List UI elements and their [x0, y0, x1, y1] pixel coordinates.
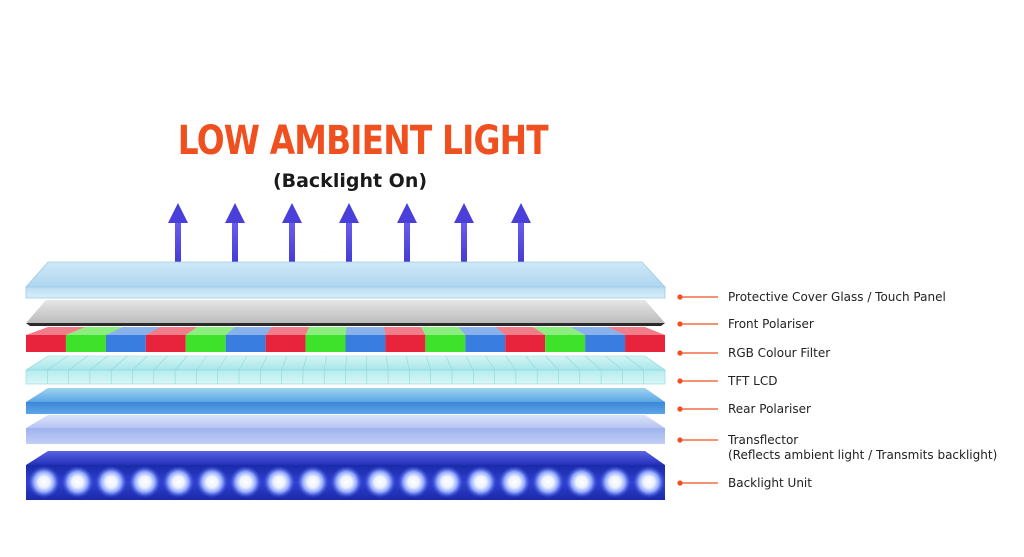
- colour-filter-cell: [265, 327, 310, 352]
- colour-filter-cell: [458, 327, 506, 352]
- colour-filter-cell: [65, 327, 123, 352]
- label-transflector-note: (Reflects ambient light / Transmits back…: [728, 448, 998, 462]
- colour-filter-cell: [533, 327, 586, 352]
- led-light: [364, 466, 396, 498]
- layer-transflector: [26, 415, 665, 444]
- label-leaders: [677, 294, 718, 486]
- colour-filter-cell: [383, 327, 426, 352]
- leader-line: [677, 378, 718, 384]
- layer-front-polariser: [26, 300, 665, 326]
- colour-filter-cell: [570, 327, 626, 352]
- up-arrow-icon: [282, 203, 302, 277]
- up-arrow-icon: [225, 203, 245, 277]
- led-light: [296, 466, 329, 498]
- led-light: [61, 466, 94, 498]
- label-tft-lcd: TFT LCD: [728, 374, 778, 388]
- layer-tft-lcd: [24, 355, 666, 385]
- label-protective-cover-glass: Protective Cover Glass / Touch Panel: [728, 290, 946, 304]
- colour-filter-cell: [345, 327, 386, 352]
- label-transflector: Transflector: [728, 433, 799, 447]
- led-light: [431, 466, 464, 498]
- diagram-subtitle: (Backlight On): [272, 170, 428, 192]
- tft-cells: [46, 355, 645, 384]
- led-light: [498, 466, 531, 498]
- led-light: [632, 466, 665, 498]
- leader-line: [677, 437, 718, 443]
- leader-line: [677, 350, 718, 356]
- backlight-leds: [28, 466, 665, 498]
- led-light: [565, 466, 598, 498]
- led-light: [464, 466, 497, 498]
- label-rgb-colour-filter: RGB Colour Filter: [728, 346, 831, 360]
- up-arrow-icon: [397, 203, 417, 277]
- up-arrow-icon: [339, 203, 359, 277]
- up-arrow-icon: [454, 203, 474, 277]
- leader-line: [677, 406, 718, 412]
- label-front-polariser: Front Polariser: [728, 317, 814, 331]
- leader-line: [677, 294, 718, 300]
- led-light: [263, 466, 296, 498]
- colour-filter-cell: [26, 327, 86, 352]
- led-light: [229, 466, 262, 498]
- led-light: [532, 466, 564, 498]
- colour-filter-cell: [305, 327, 347, 352]
- colour-filter-cell: [421, 327, 466, 352]
- led-light: [28, 466, 60, 498]
- leader-line: [677, 321, 718, 327]
- diagram-title: LOW AMBIENT LIGHT: [177, 118, 549, 164]
- colour-filter-cell: [495, 327, 546, 352]
- label-rear-polariser: Rear Polariser: [728, 402, 811, 416]
- layer-backlight-unit: [26, 451, 665, 500]
- led-light: [330, 466, 363, 498]
- light-arrows: [168, 203, 531, 277]
- colour-filter-cell: [145, 327, 198, 352]
- up-arrow-icon: [511, 203, 531, 277]
- led-light: [196, 466, 228, 498]
- colour-filter-cell: [185, 327, 235, 352]
- led-light: [128, 466, 161, 498]
- led-light: [95, 466, 128, 498]
- up-arrow-icon: [168, 203, 188, 277]
- layer-rgb-colour-filter: [26, 327, 665, 352]
- colour-filter-cell: [225, 327, 272, 352]
- led-light: [397, 466, 430, 498]
- colour-filter-cell: [607, 327, 665, 352]
- colour-filter-cell: [105, 327, 160, 352]
- led-light: [599, 466, 632, 498]
- leader-line: [677, 480, 718, 486]
- led-light: [162, 466, 195, 498]
- layer-protective-cover-glass: [25, 261, 666, 299]
- label-backlight-unit: Backlight Unit: [728, 476, 812, 490]
- layer-rear-polariser: [26, 388, 665, 414]
